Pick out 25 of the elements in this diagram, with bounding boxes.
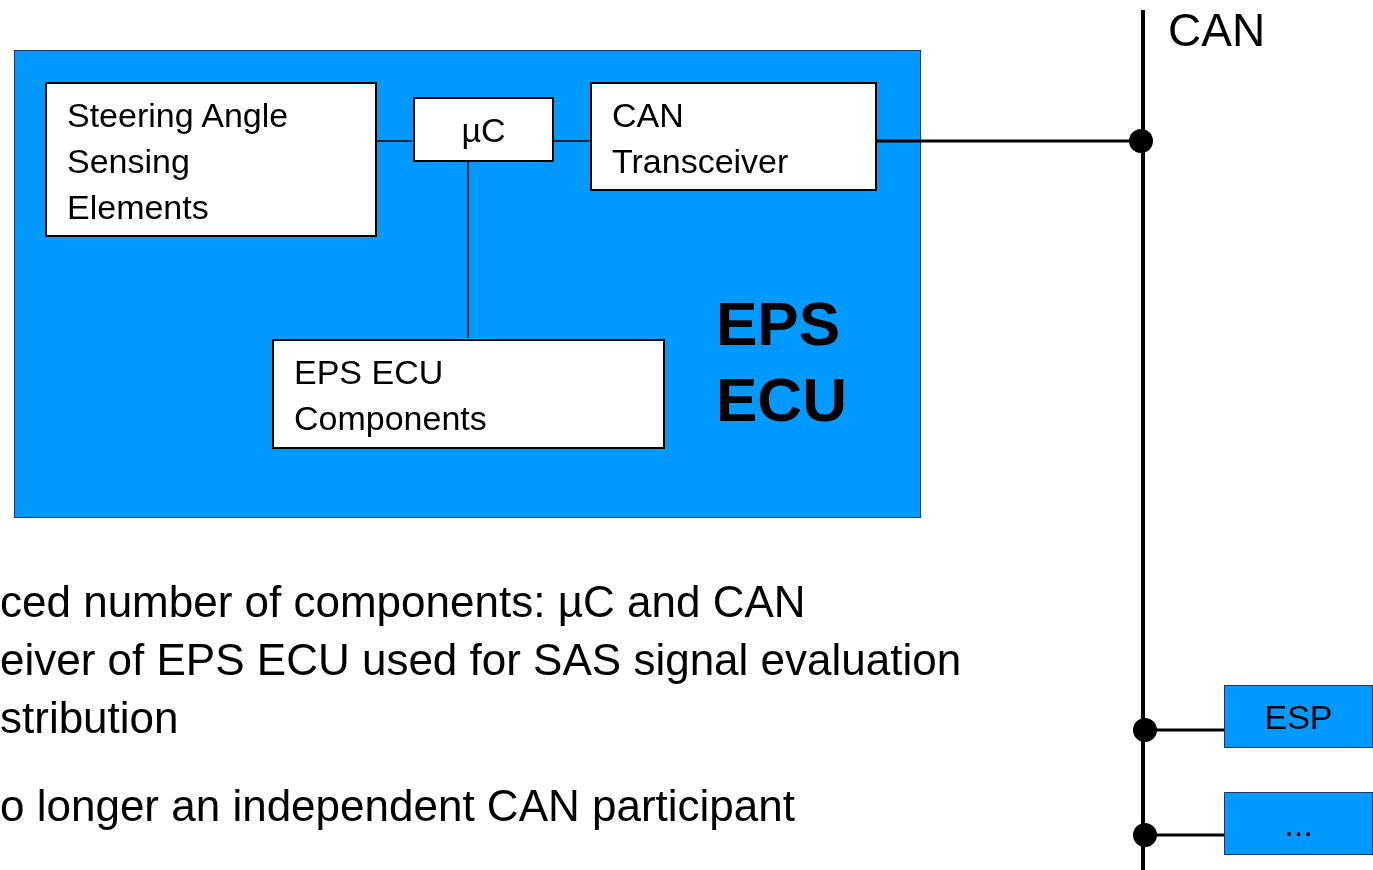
node-text: ESP bbox=[1264, 696, 1333, 738]
note-text: eiver of EPS ECU used for SAS signal evaluation bbox=[0, 634, 962, 686]
node-text: EPS ECU Components bbox=[294, 352, 488, 439]
connector-line bbox=[1133, 718, 1224, 742]
connector-line bbox=[375, 140, 413, 142]
component-box bbox=[45, 82, 377, 237]
component-box bbox=[590, 82, 877, 191]
node-text: ... bbox=[1284, 803, 1313, 845]
ecu-panel bbox=[14, 50, 921, 518]
note-text: o longer an independent CAN participant bbox=[0, 780, 795, 832]
microcontroller-box bbox=[413, 97, 554, 162]
ecu-box bbox=[1224, 685, 1373, 748]
node-text: Steering Angle Sensing Elements bbox=[67, 95, 290, 228]
node-text: CAN Transceiver bbox=[612, 95, 790, 182]
note-text: ced number of components: µC and CAN bbox=[0, 576, 806, 628]
component-box bbox=[272, 339, 665, 449]
ecu-title: EPS ECU bbox=[716, 288, 848, 436]
connector-line bbox=[876, 129, 1153, 153]
connector-line bbox=[467, 160, 469, 339]
bus-label: CAN bbox=[1168, 4, 1266, 56]
ecu-box bbox=[1224, 792, 1373, 855]
node-text: µC bbox=[461, 109, 506, 151]
connector-line bbox=[1133, 823, 1224, 847]
connector-line bbox=[552, 140, 590, 142]
note-text: stribution bbox=[0, 692, 179, 744]
